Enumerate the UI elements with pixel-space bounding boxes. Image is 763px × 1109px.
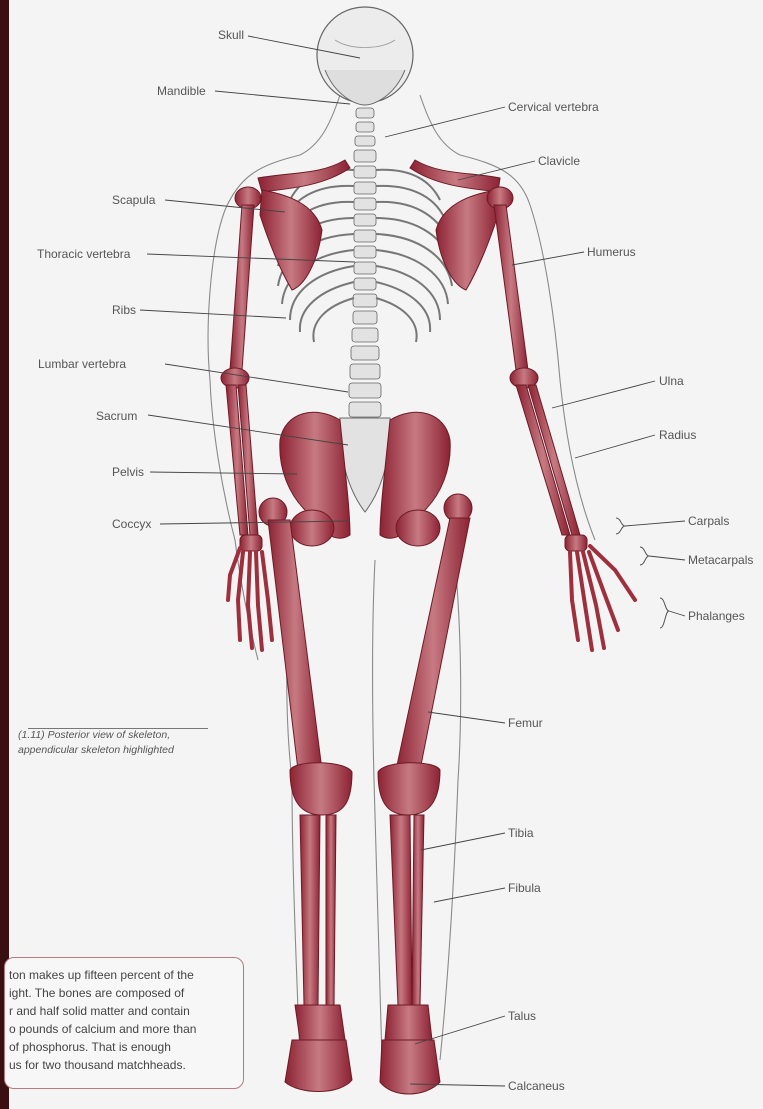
skull-shape xyxy=(317,7,413,105)
label-calcaneus: Calcaneus xyxy=(508,1079,565,1093)
label-tibia: Tibia xyxy=(508,826,534,840)
figure-caption: (1.11) Posterior view of skeleton, appen… xyxy=(18,728,218,758)
label-ulna: Ulna xyxy=(659,374,684,388)
label-lumbar-vertebra: Lumbar vertebra xyxy=(38,357,126,371)
label-sacrum: Sacrum xyxy=(96,409,137,423)
fact-box: ton makes up fifteen percent of the ight… xyxy=(4,957,244,1089)
label-metacarpals: Metacarpals xyxy=(688,553,753,567)
fact-text: ton makes up fifteen percent of the ight… xyxy=(9,966,241,1074)
label-scapula: Scapula xyxy=(112,193,155,207)
label-talus: Talus xyxy=(508,1009,536,1023)
shoulder-girdle xyxy=(258,160,500,290)
feet-shape xyxy=(285,1040,440,1094)
fact-line-6: us for two thousand matchheads. xyxy=(9,1056,241,1074)
fact-line-1: ton makes up fifteen percent of the xyxy=(9,966,241,984)
label-cervical-vertebra: Cervical vertebra xyxy=(508,100,599,114)
fact-line-5: of phosphorus. That is enough xyxy=(9,1038,241,1056)
label-femur: Femur xyxy=(508,716,543,730)
caption-line-2: appendicular skeleton highlighted xyxy=(18,743,218,758)
label-radius: Radius xyxy=(659,428,696,442)
label-humerus: Humerus xyxy=(587,245,636,259)
label-mandible: Mandible xyxy=(157,84,206,98)
fact-line-4: o pounds of calcium and more than xyxy=(9,1020,241,1038)
spine-shape xyxy=(349,108,381,417)
label-skull: Skull xyxy=(218,28,244,42)
fact-line-2: ight. The bones are composed of xyxy=(9,984,241,1002)
label-clavicle: Clavicle xyxy=(538,154,580,168)
label-ribs: Ribs xyxy=(112,303,136,317)
label-fibula: Fibula xyxy=(508,881,541,895)
label-pelvis: Pelvis xyxy=(112,465,144,479)
label-coccyx: Coccyx xyxy=(112,517,151,531)
caption-line-1: (1.11) Posterior view of skeleton, xyxy=(18,728,218,743)
label-thoracic-vertebra: Thoracic vertebra xyxy=(37,247,130,261)
label-carpals: Carpals xyxy=(688,514,729,528)
hand-brackets xyxy=(616,518,669,628)
fact-line-3: r and half solid matter and contain xyxy=(9,1002,241,1020)
label-phalanges: Phalanges xyxy=(688,609,745,623)
